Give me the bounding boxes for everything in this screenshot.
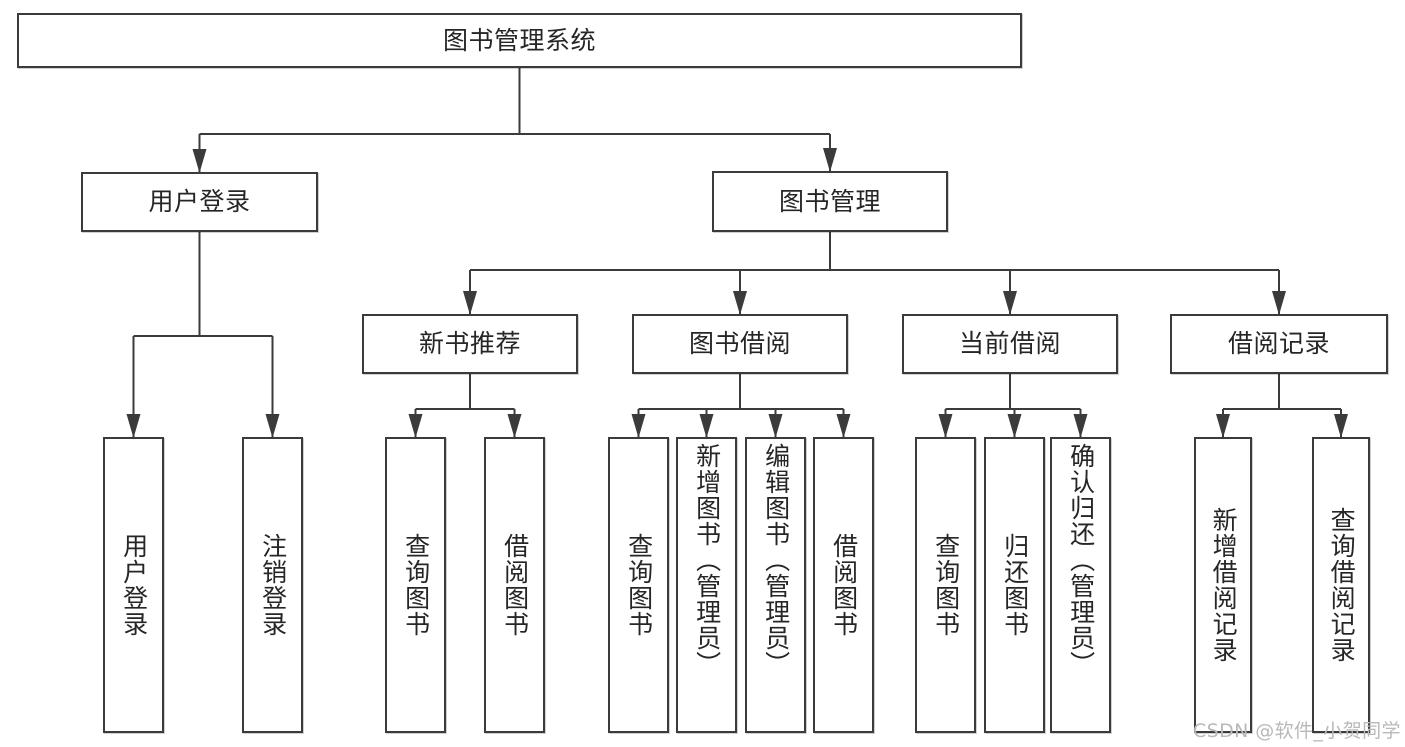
arrowhead bbox=[1073, 414, 1088, 438]
node-leaf-user-login[interactable]: 用户登录 bbox=[103, 437, 164, 733]
node-label: 新增图书（管理员） bbox=[692, 443, 722, 677]
node-book-borrow[interactable]: 图书借阅 bbox=[632, 314, 848, 374]
node-label: 新增借阅记录 bbox=[1209, 507, 1239, 663]
node-label: 图书管理系统 bbox=[442, 25, 596, 55]
node-current-borrow[interactable]: 当前借阅 bbox=[902, 314, 1118, 374]
node-label: 用户登录 bbox=[148, 187, 251, 217]
arrowhead bbox=[768, 414, 783, 438]
arrowhead bbox=[823, 148, 837, 172]
arrowhead bbox=[733, 291, 747, 315]
arrowhead bbox=[1216, 414, 1230, 438]
node-label: 确认归还（管理员） bbox=[1066, 443, 1096, 677]
node-label: 新书推荐 bbox=[418, 329, 521, 359]
node-label: 借阅图书 bbox=[500, 533, 530, 637]
node-leaf-query-book-1[interactable]: 查询图书 bbox=[385, 437, 446, 733]
arrowhead bbox=[938, 414, 953, 438]
arrowhead bbox=[1007, 414, 1022, 438]
node-label: 编辑图书（管理员） bbox=[761, 443, 791, 677]
arrowhead bbox=[126, 414, 141, 438]
arrowhead bbox=[699, 414, 714, 438]
node-root[interactable]: 图书管理系统 bbox=[17, 13, 1022, 68]
node-leaf-query-book-3[interactable]: 查询图书 bbox=[915, 437, 976, 733]
arrowhead bbox=[1334, 414, 1348, 438]
node-label: 查询图书 bbox=[401, 533, 431, 637]
arrowhead bbox=[192, 149, 207, 173]
node-label: 借阅记录 bbox=[1227, 329, 1330, 359]
node-leaf-borrow-book-1[interactable]: 借阅图书 bbox=[484, 437, 545, 733]
node-leaf-confirm-return-admin[interactable]: 确认归还（管理员） bbox=[1050, 437, 1111, 733]
node-leaf-add-borrow-record[interactable]: 新增借阅记录 bbox=[1194, 437, 1252, 733]
node-label: 注销登录 bbox=[258, 533, 288, 637]
arrowhead bbox=[1003, 291, 1017, 315]
arrowhead bbox=[631, 414, 646, 438]
node-leaf-return-book[interactable]: 归还图书 bbox=[984, 437, 1045, 733]
node-label: 查询借阅记录 bbox=[1327, 507, 1357, 663]
arrowhead bbox=[836, 414, 851, 438]
node-new-book-rec[interactable]: 新书推荐 bbox=[362, 314, 578, 374]
node-leaf-edit-book-admin[interactable]: 编辑图书（管理员） bbox=[745, 437, 806, 733]
arrowhead bbox=[463, 291, 477, 315]
node-label: 归还图书 bbox=[1000, 533, 1030, 637]
node-leaf-borrow-book-2[interactable]: 借阅图书 bbox=[813, 437, 874, 733]
node-label: 借阅图书 bbox=[829, 533, 859, 637]
node-label: 图书管理 bbox=[778, 186, 881, 216]
node-leaf-add-book-admin[interactable]: 新增图书（管理员） bbox=[676, 437, 737, 733]
node-label: 用户登录 bbox=[119, 533, 149, 637]
node-book-manage[interactable]: 图书管理 bbox=[712, 171, 948, 232]
node-label: 查询图书 bbox=[624, 533, 654, 637]
arrowhead bbox=[408, 414, 423, 438]
node-user-login[interactable]: 用户登录 bbox=[81, 172, 318, 232]
node-label: 图书借阅 bbox=[688, 329, 791, 359]
node-leaf-query-book-2[interactable]: 查询图书 bbox=[608, 437, 669, 733]
arrowhead bbox=[265, 414, 280, 438]
watermark: CSDN @软件_小贺同学 bbox=[1193, 720, 1401, 742]
arrowhead bbox=[507, 414, 522, 438]
node-leaf-query-borrow-record[interactable]: 查询借阅记录 bbox=[1312, 437, 1370, 733]
node-label: 查询图书 bbox=[931, 533, 961, 637]
node-leaf-logout-login[interactable]: 注销登录 bbox=[242, 437, 303, 733]
node-label: 当前借阅 bbox=[958, 329, 1061, 359]
node-borrow-record[interactable]: 借阅记录 bbox=[1170, 314, 1388, 374]
arrowhead bbox=[1272, 291, 1286, 315]
